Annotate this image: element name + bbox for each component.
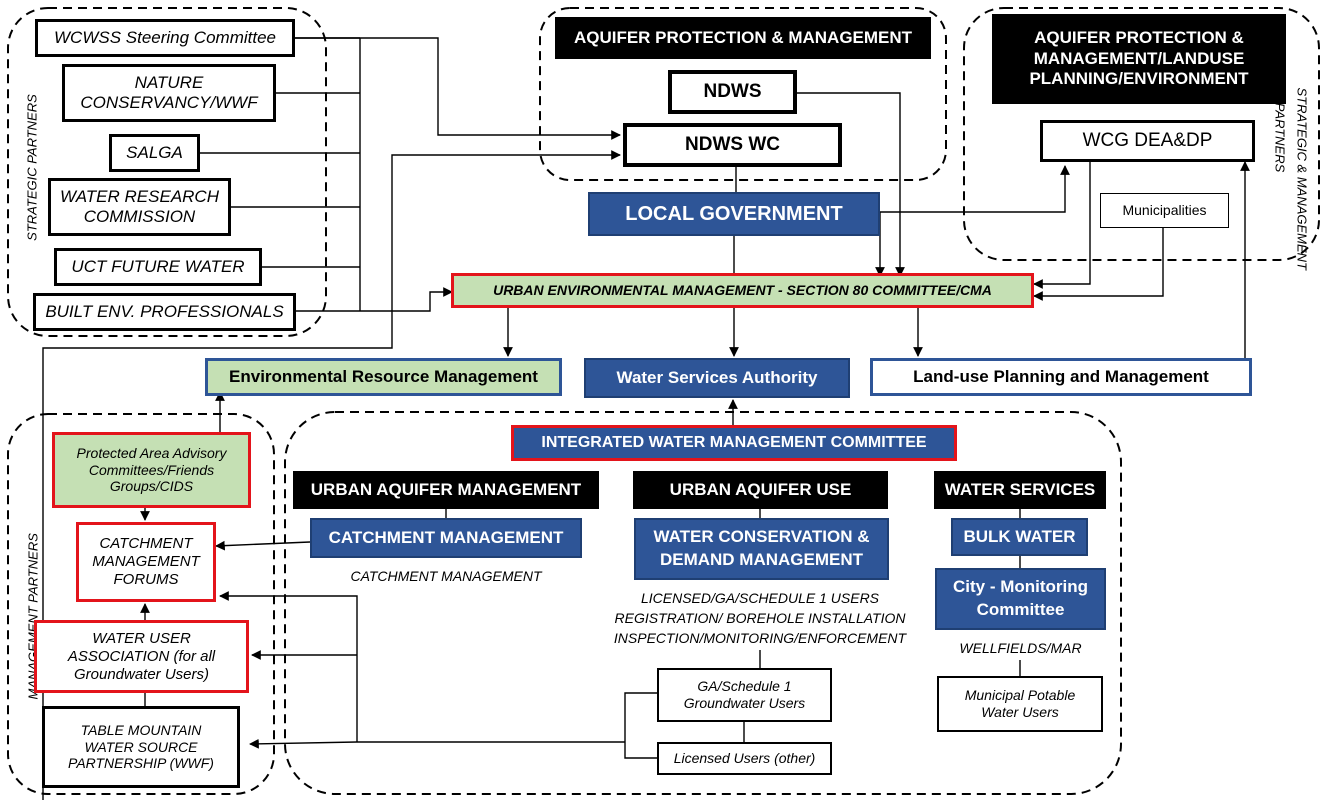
water-services-header: WATER SERVICES (934, 471, 1106, 509)
protected-area-box: Protected Area Advisory Committees/Frien… (52, 432, 251, 508)
licensed-note-line-1: LICENSED/GA/SCHEDULE 1 USERS (640, 590, 880, 606)
uct-future-water: UCT FUTURE WATER (54, 248, 262, 286)
nature-conservancy-wwf: NATURE CONSERVANCY/WWF (62, 64, 276, 122)
strategic-partners-label: STRATEGIC PARTNERS (24, 94, 40, 241)
aquifer-pm-group (539, 7, 947, 181)
water-conservation-box: WATER CONSERVATION & DEMAND MANAGEMENT (634, 518, 889, 580)
urban-environmental-management-box: URBAN ENVIRONMENTAL MANAGEMENT - SECTION… (451, 273, 1034, 308)
local-government-box: LOCAL GOVERNMENT (588, 192, 880, 236)
aquifer-pm-header: AQUIFER PROTECTION & MANAGEMENT (555, 17, 931, 59)
municipal-potable-users-box: Municipal Potable Water Users (937, 676, 1103, 732)
wcwss-steering-committee: WCWSS Steering Committee (35, 19, 295, 57)
licensed-users-box: Licensed Users (other) (657, 742, 832, 775)
ndws-box: NDWS (668, 70, 797, 114)
water-user-association-box: WATER USER ASSOCIATION (for all Groundwa… (34, 620, 249, 693)
ga-schedule-users-box: GA/Schedule 1 Groundwater Users (657, 668, 832, 722)
management-partners-group (7, 413, 275, 795)
built-env-professionals: BUILT ENV. PROFESSIONALS (33, 293, 296, 331)
iwmc-box: INTEGRATED WATER MANAGEMENT COMMITTEE (511, 425, 957, 461)
iwmc-group (284, 411, 1122, 795)
land-use-planning-box: Land-use Planning and Management (870, 358, 1252, 396)
strategic-partners-group (7, 7, 327, 337)
urban-aquifer-management-header: URBAN AQUIFER MANAGEMENT (293, 471, 599, 509)
bulk-water-box: BULK WATER (951, 518, 1088, 556)
catchment-management-forums-box: CATCHMENT MANAGEMENT FORUMS (76, 522, 216, 602)
ndws-wc-box: NDWS WC (623, 123, 842, 167)
environmental-resource-management-box: Environmental Resource Management (205, 358, 562, 396)
monitoring-committee-box: City - Monitoring Committee (935, 568, 1106, 630)
licensed-note-line-2: REGISTRATION/ BOREHOLE INSTALLATION (614, 610, 906, 626)
municipalities-box: Municipalities (1100, 193, 1229, 228)
licensed-note-line-3: INSPECTION/MONITORING/ENFORCEMENT (613, 630, 907, 646)
water-research-commission: WATER RESEARCH COMMISSION (48, 178, 231, 236)
salga: SALGA (109, 134, 200, 172)
water-services-authority-box: Water Services Authority (584, 358, 850, 398)
wellfields-note: WELLFIELDS/MAR (959, 640, 1082, 656)
catchment-management-note: CATCHMENT MANAGEMENT (350, 568, 542, 584)
catchment-management-box: CATCHMENT MANAGEMENT (310, 518, 582, 558)
aquifer-pml-side-label-2: PARTNERS (1272, 102, 1288, 173)
aquifer-pml-side-label-1: STRATEGIC & MANAGEMENT (1294, 87, 1310, 271)
table-mountain-box: TABLE MOUNTAIN WATER SOURCE PARTNERSHIP … (42, 706, 240, 788)
aquifer-pml-header: AQUIFER PROTECTION & MANAGEMENT/LANDUSE … (992, 14, 1286, 104)
aquifer-pml-group (963, 7, 1320, 261)
wcg-deadp-box: WCG DEA&DP (1040, 120, 1255, 162)
urban-aquifer-use-header: URBAN AQUIFER USE (633, 471, 888, 509)
